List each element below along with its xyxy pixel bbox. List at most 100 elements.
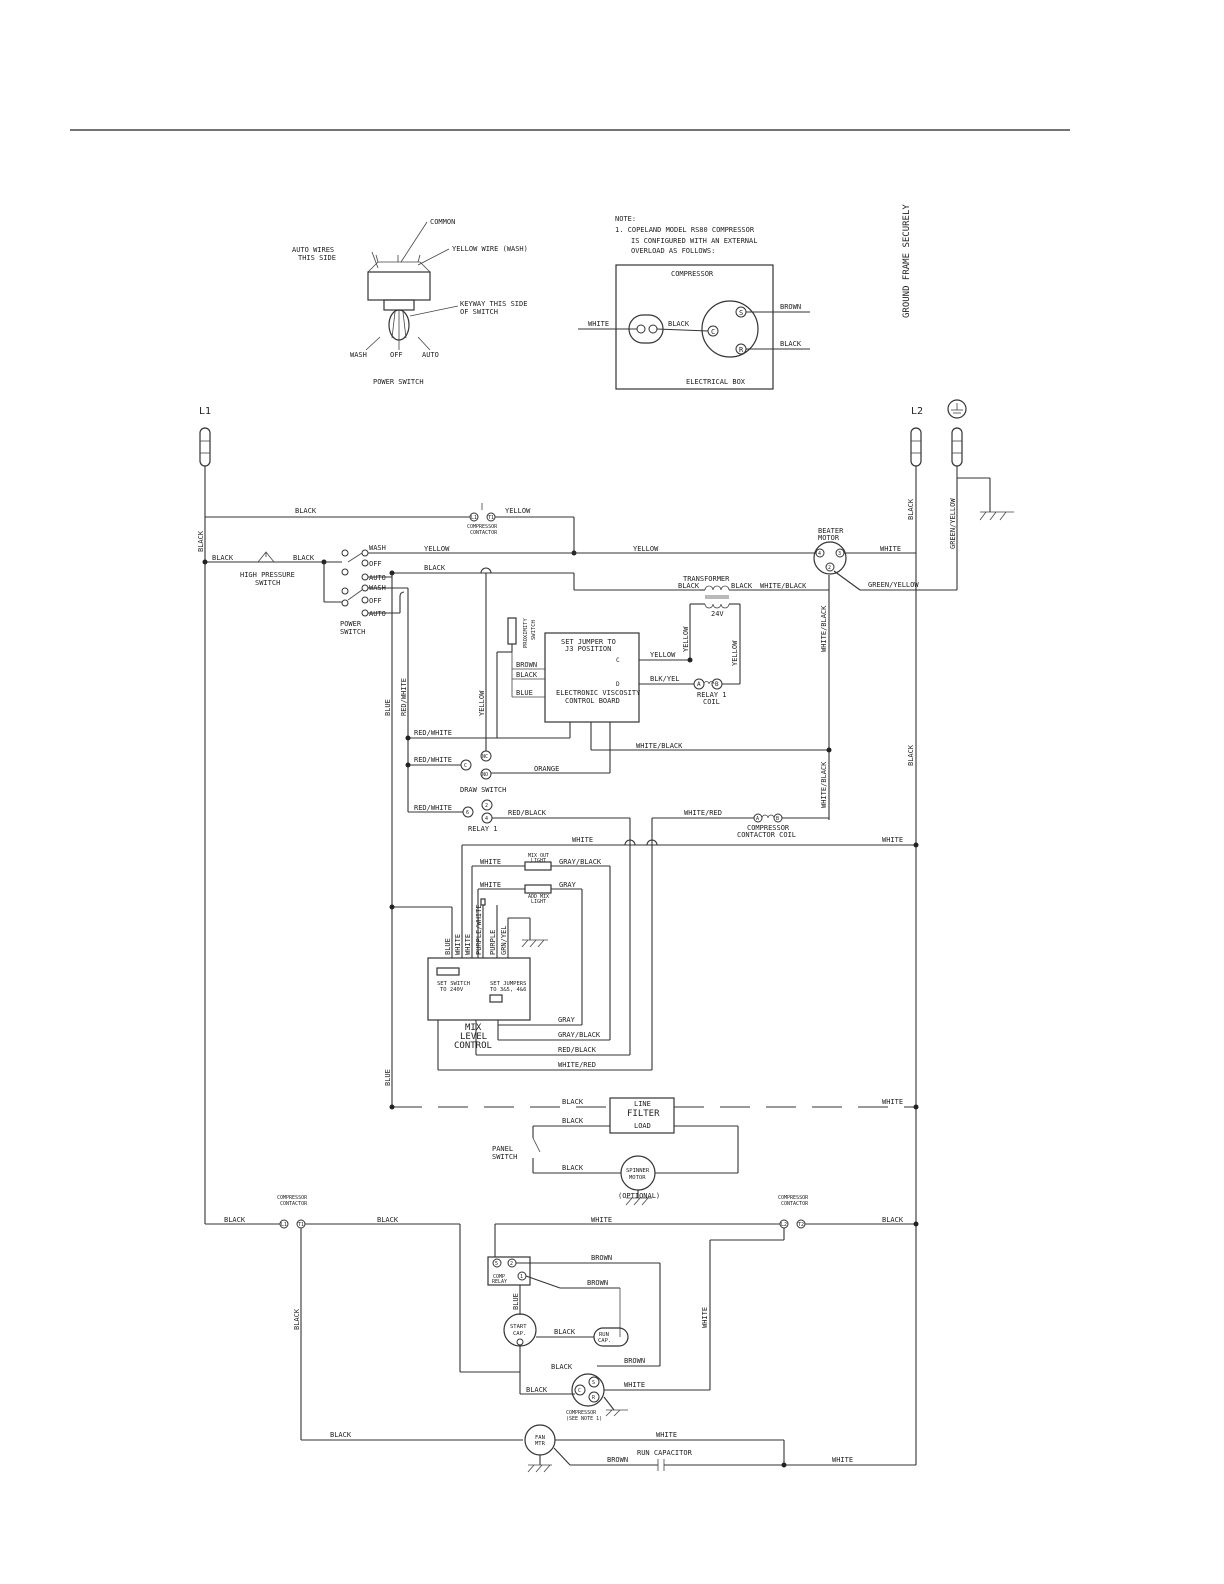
label-set-jumper-1: SET JUMPER TO: [561, 638, 616, 646]
label-fan-2: MTR: [535, 1441, 546, 1447]
wire-label-white-compressor-vertical: WHITE: [701, 1307, 709, 1328]
label-start-cap-2: CAP.: [513, 1331, 526, 1337]
wire-label-gray: GRAY: [559, 881, 577, 889]
wire-label-brown-compressor: BROWN: [624, 1357, 645, 1365]
wire-label-white-red-2: WHITE/RED: [558, 1061, 596, 1069]
term-4m: 4: [818, 551, 821, 557]
term-b-coil: B: [776, 816, 779, 822]
label-comp-coil-2: CONTACTOR COIL: [737, 831, 796, 839]
wire-label-black-compressor: BLACK: [526, 1386, 548, 1394]
label-compressor-contactor-top-2: CONTACTOR: [470, 530, 498, 536]
power-switch-wash-label: WASH: [350, 351, 367, 359]
label-comp-contactor-left-2: CONTACTOR: [280, 1201, 308, 1207]
note-term-s: S: [739, 309, 743, 317]
note-white-label: WHITE: [588, 320, 609, 328]
wire-label-black-filter: BLACK: [562, 1098, 584, 1106]
label-set-switch-2: TO 240V: [440, 987, 464, 993]
wire-label-black-auto: BLACK: [424, 564, 446, 572]
power-switch-auto-wires-label-2: THIS SIDE: [298, 254, 336, 262]
label-set-jumpers-1: SET JUMPERS: [490, 981, 526, 987]
term-l1-top: L1: [471, 515, 477, 521]
note-line-4: OVERLOAD AS FOLLOWS:: [631, 247, 715, 255]
label-transformer: TRANSFORMER: [683, 575, 730, 583]
wire-label-purple-white: PURPLE/WHITE: [475, 904, 483, 955]
wire-label-white-contactor: WHITE: [591, 1216, 612, 1224]
term-t1-top: T1: [488, 515, 494, 521]
label-add-mix-2: LIGHT: [531, 899, 546, 905]
note-term-c: C: [711, 328, 715, 336]
label-comp-contactor-left-1: COMPRESSOR: [277, 1195, 308, 1201]
label-comp-contactor-right-1: COMPRESSOR: [778, 1195, 809, 1201]
wire-label-white-filter: WHITE: [882, 1098, 903, 1106]
label-fan-1: FAN: [535, 1435, 545, 1441]
compressor-note-inset: NOTE: 1. COPELAND MODEL RS80 COMPRESSOR …: [578, 215, 810, 390]
wire-label-gray-2: GRAY: [558, 1016, 576, 1024]
wire-label-white-mix-v1: WHITE: [454, 934, 462, 955]
wire-label-black-hp-left: BLACK: [212, 554, 234, 562]
power-switch-title: POWER SWITCH: [373, 378, 424, 386]
wire-label-white-mix-v2: WHITE: [464, 934, 472, 955]
wire-label-white-right: WHITE: [882, 836, 903, 844]
label-beater-motor-1: BEATER: [818, 527, 844, 535]
note-line-1: NOTE:: [615, 215, 636, 223]
term-6: 6: [466, 810, 469, 816]
label-24v: 24V: [711, 610, 724, 618]
wire-label-red-white-2: RED/WHITE: [414, 756, 452, 764]
wire-label-gray-black: GRAY/BLACK: [559, 858, 602, 866]
power-switch-keyway-label-2: OF SWITCH: [460, 308, 498, 316]
wire-label-white-beater: WHITE: [880, 545, 901, 553]
label-line-filter-1: LINE: [634, 1100, 651, 1108]
wire-label-brown-fan: BROWN: [607, 1456, 628, 1464]
wire-label-white-red: WHITE/RED: [684, 809, 722, 817]
l1-label: L1: [199, 406, 211, 417]
wire-label-brown-relay-1: BROWN: [591, 1254, 612, 1262]
note-line-2: 1. COPELAND MODEL RS80 COMPRESSOR: [615, 226, 755, 234]
label-prox-switch-1: PROXIMITY: [523, 618, 529, 648]
label-relay1: RELAY 1: [468, 825, 498, 833]
note-brown-label: BROWN: [780, 303, 801, 311]
wire-label-black-transformer-2: BLACK: [731, 582, 753, 590]
wire-label-red-white-1: RED/WHITE: [414, 729, 452, 737]
term-1-comprelay: 1: [520, 1274, 523, 1280]
wire-label-blue-vertical-2: BLUE: [384, 1069, 392, 1086]
wire-label-black-fan: BLACK: [330, 1431, 352, 1439]
supply-terminals: L1 L2: [199, 399, 967, 467]
label-comp-relay-2: RELAY: [492, 1279, 507, 1285]
wire-label-black-l2: BLACK: [907, 498, 915, 520]
wire-label-yellow-transformer-left: YELLOW: [682, 626, 690, 652]
term-s-compressor: S: [592, 1380, 595, 1386]
wire-label-white-fan-right: WHITE: [832, 1456, 853, 1464]
label-high-pressure-1: HIGH PRESSURE: [240, 571, 295, 579]
wire-label-white-black-transformer: WHITE/BLACK: [760, 582, 807, 590]
term-a-coil: A: [756, 816, 759, 822]
label-beater-motor-2: MOTOR: [818, 534, 840, 542]
label-run-cap-1: RUN: [599, 1332, 609, 1338]
label-spinner-1: SPINNER: [626, 1168, 650, 1174]
term-c-compressor: C: [578, 1388, 581, 1394]
label-spinner-2: MOTOR: [629, 1175, 646, 1181]
wire-label-black-runcap: BLACK: [551, 1363, 573, 1371]
note-black-label: BLACK: [668, 320, 690, 328]
ground-frame-note: GROUND FRAME SECURELY: [902, 204, 912, 318]
term-c-board: C: [616, 657, 620, 664]
term-l1-bottom: L1: [281, 1222, 287, 1228]
label-switch-auto-1: AUTO: [369, 574, 386, 582]
wire-label-yellow-main: YELLOW: [633, 545, 659, 553]
wire-label-black-contactor-vertical: BLACK: [293, 1308, 301, 1330]
label-switch-auto-2: AUTO: [369, 610, 386, 618]
label-relay1-coil-1: RELAY 1: [697, 691, 727, 699]
label-power-switch-2: SWITCH: [340, 628, 365, 636]
power-switch-auto-label: AUTO: [422, 351, 439, 359]
wire-label-black-contactor-right: BLACK: [882, 1216, 904, 1224]
power-switch-off-label: OFF: [390, 351, 403, 359]
l2-label: L2: [911, 406, 923, 417]
label-panel-switch-2: SWITCH: [492, 1153, 517, 1161]
term-2m: 2: [828, 565, 831, 571]
wire-label-white-mix-2: WHITE: [480, 881, 501, 889]
term-b-relay: B: [715, 681, 719, 688]
wire-label-grn-yel: GRN/YEL: [500, 925, 508, 955]
power-switch-keyway-label-1: KEYWAY THIS SIDE: [460, 300, 527, 308]
wire-label-red-white-vertical: RED/WHITE: [400, 678, 408, 716]
wire-label-red-black: RED/BLACK: [508, 809, 547, 817]
wire-label-yellow-transformer-right: YELLOW: [731, 640, 739, 666]
